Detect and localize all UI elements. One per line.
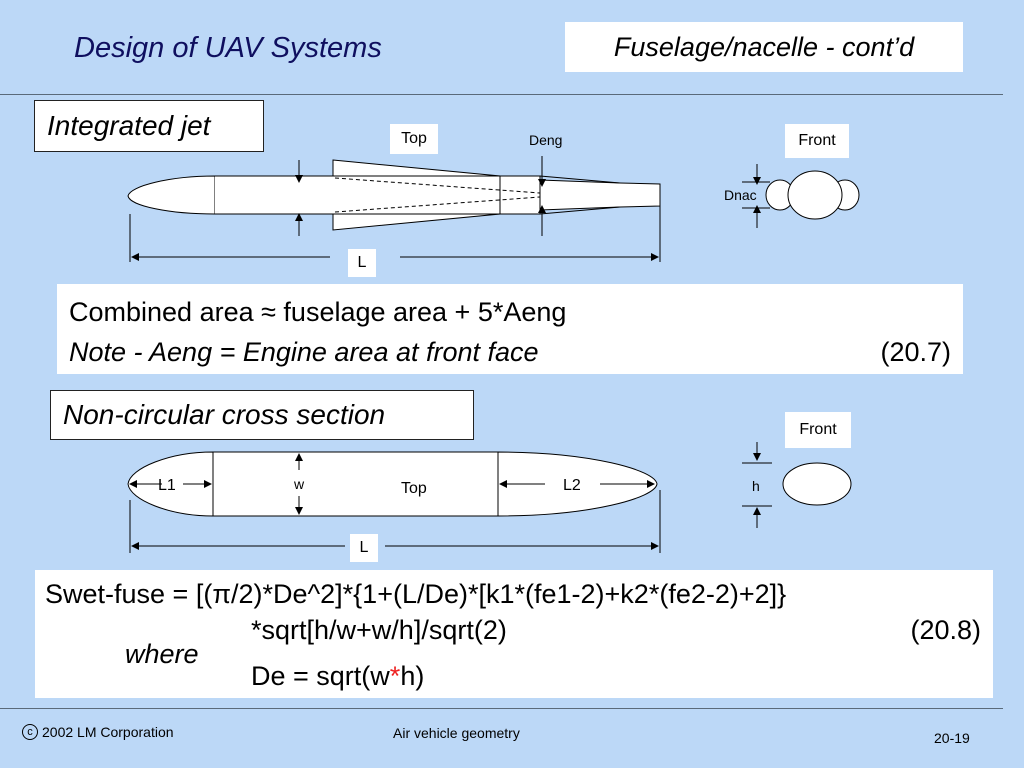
length-label: L [348, 249, 376, 277]
elliptical-front-view [782, 462, 852, 506]
footer-center: Air vehicle geometry [393, 725, 520, 741]
formula1-line1: Combined area ≈ fuselage area + 5*Aeng [69, 297, 567, 327]
length-label-2: L [350, 534, 378, 562]
deng-label: Deng [529, 132, 562, 148]
section-title: Fuselage/nacelle - cont’d [565, 22, 963, 72]
formula1-eq-number: (20.7) [880, 337, 951, 367]
formula2-eq-number: (20.8) [910, 615, 981, 645]
multiply-star: * [389, 661, 401, 691]
header-divider [0, 94, 1003, 95]
formula1-note: Note - Aeng = Engine area at front face [69, 337, 539, 367]
page-number: 20-19 [934, 730, 970, 746]
formula2-line3: De = sqrt(w*h) [251, 656, 424, 696]
non-circular-fuselage-shape [127, 451, 658, 517]
h-label: h [752, 478, 760, 494]
dnac-label: Dnac [724, 187, 757, 203]
w-label: w [293, 476, 305, 492]
formula2-line2: *sqrt[h/w+w/h]/sqrt(2) [251, 615, 507, 645]
front-view-tag-2: Front [785, 412, 851, 448]
copyright-text: 2002 LM Corporation [42, 724, 174, 740]
copyright-icon: c [22, 724, 38, 740]
integrated-jet-label: Integrated jet [34, 100, 264, 152]
page-title: Design of UAV Systems [74, 32, 382, 64]
footer-copyright: c 2002 LM Corporation [22, 724, 174, 740]
footer-divider [0, 708, 1003, 709]
l1-label: L1 [158, 477, 176, 494]
de-definition-left: De = sqrt(w [251, 661, 390, 691]
top-label-2: Top [401, 480, 427, 497]
formula-box-2: Swet-fuse = [(π/2)*De^2]*{1+(L/De)*[k1*(… [35, 570, 993, 698]
non-circular-label: Non-circular cross section [50, 390, 474, 440]
l2-label: L2 [563, 477, 581, 494]
formula2-line1: Swet-fuse = [(π/2)*De^2]*{1+(L/De)*[k1*(… [45, 579, 787, 609]
where-label: where [125, 639, 199, 669]
top-view-tag: Top [390, 124, 438, 154]
formula-box-1: Combined area ≈ fuselage area + 5*Aeng N… [57, 284, 963, 374]
fuselage-shape [127, 159, 661, 231]
de-definition-right: h) [400, 661, 425, 691]
front-view-tag: Front [785, 124, 849, 158]
nacelle-front-view [765, 170, 860, 220]
